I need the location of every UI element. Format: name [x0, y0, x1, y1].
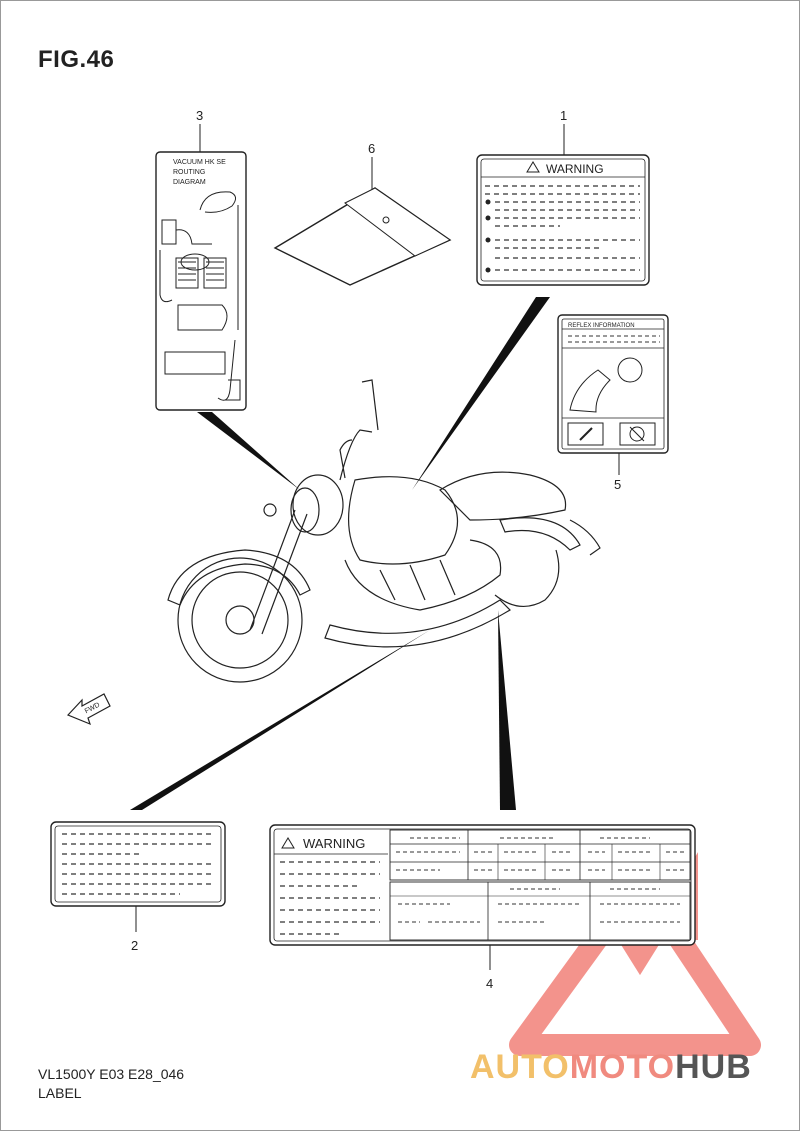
fwd-arrow-icon: FWD	[66, 693, 111, 726]
callout-5: 5	[614, 477, 621, 492]
warning-label-1-text: WARNING	[546, 162, 604, 176]
reflex-info-label: REFLEX INFORMATION	[557, 314, 669, 454]
folded-sheet-label	[273, 187, 452, 286]
vacuum-label-line3: DIAGRAM	[173, 179, 206, 186]
warning-label-4-text: WARNING	[303, 836, 365, 851]
section-name: LABEL	[38, 1085, 82, 1101]
vacuum-label-line2: ROUTING	[173, 169, 205, 176]
reflex-info-title: REFLEX INFORMATION	[568, 323, 635, 329]
leader-lines	[130, 297, 550, 810]
callout-6: 6	[368, 141, 375, 156]
model-code: VL1500Y E03 E28_046	[38, 1066, 185, 1082]
watermark-brand-text: AUTOMOTOHUB	[470, 1048, 752, 1087]
warning-label-1: WARNING	[476, 154, 650, 286]
watermark-hub: HUB	[675, 1048, 752, 1086]
info-label-2	[50, 821, 226, 907]
callout-2: 2	[131, 938, 138, 953]
watermark-moto: MOTO	[569, 1048, 676, 1086]
figure-title: FIG.46	[38, 46, 115, 73]
callout-3: 3	[196, 108, 203, 123]
watermark-auto: AUTO	[470, 1048, 570, 1086]
callout-1: 1	[560, 108, 567, 123]
vacuum-label-line1: VACUUM HK SE	[173, 159, 226, 166]
motorcycle-outline	[167, 379, 601, 683]
warning-label-4: WARNING	[269, 824, 696, 946]
vacuum-hose-label: VACUUM HK SE ROUTING DIAGRAM	[155, 151, 247, 411]
callout-4: 4	[486, 976, 493, 991]
